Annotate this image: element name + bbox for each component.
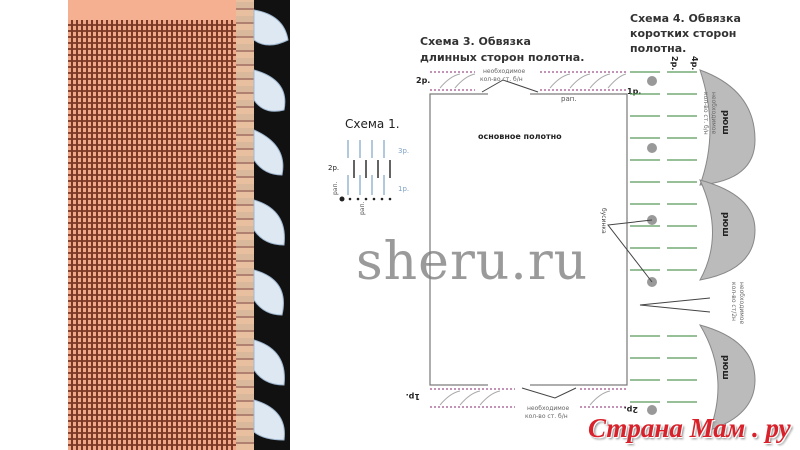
main-fabric-label: основное полотно (478, 132, 562, 141)
ruffle-edge (253, 9, 289, 441)
scheme-3-bottom-row1: 1р. (406, 392, 420, 401)
scheme-4-row2: 2р. (670, 56, 679, 70)
scheme-4-sc-note-2: кол-во ст. б/н (702, 92, 709, 135)
scheme-3-title-2: длинных сторон полотна. (420, 51, 584, 64)
scheme-3-bottom-row2: 2р. (624, 405, 638, 414)
mesh-border (68, 0, 236, 20)
scheme-1-repeat-v: рап. (332, 182, 339, 195)
scheme-4: Схема 4. Обвязка коротких сторон полотна… (600, 12, 756, 431)
scheme-1-row3: 3р. (398, 147, 409, 155)
scheme-4-dc-note-2: кол-во ст/2н (730, 282, 737, 321)
bead-label: бусинка (600, 208, 607, 234)
ruffle-label-2: рюш (720, 212, 730, 237)
scheme-3-bottom-note-1: необходимое (527, 405, 569, 412)
scheme-1: Схема 1. 3р. 2р. 1р. рап. рап. (328, 117, 409, 215)
scheme-1-repeat-h: рап. (359, 202, 366, 215)
scheme-3-note-2: кол-во ст. б/н (480, 76, 523, 83)
scheme-4-title-1: Схема 4. Обвязка (630, 12, 741, 25)
scheme-3: Схема 3. Обвязка длинных сторон полотна.… (406, 35, 642, 420)
scheme-3-bottom-note-2: кол-во ст. б/н (525, 413, 568, 420)
scheme-1-row1: 1р. (398, 185, 409, 193)
ruffle-label-1: рюш (720, 110, 730, 135)
scheme-3-row1: 1р. (627, 87, 641, 96)
beaded-edge (236, 0, 254, 450)
filet-mesh (68, 0, 236, 450)
ruffle-label-3: рюш (720, 355, 730, 380)
scheme-3-title-1: Схема 3. Обвязка (420, 35, 531, 48)
scheme-4-title-3: полотна. (630, 42, 686, 55)
brand-logo: Страна Мам . ру (588, 413, 791, 443)
scheme-4-row4: 4р. (690, 56, 699, 70)
watermark: sheru.ru (356, 232, 589, 292)
scheme-4-dc-note-1: необходимое (738, 282, 745, 324)
scheme-1-title: Схема 1. (345, 117, 400, 131)
scheme-3-row2: 2р. (416, 76, 430, 85)
scheme-3-repeat: рап. (561, 95, 577, 103)
scheme-4-sc-note-1: необходимое (710, 92, 717, 134)
crochet-photo (68, 0, 290, 450)
scheme-3-note-1: необходимое (483, 68, 525, 75)
scheme-4-title-2: коротких сторон (630, 27, 736, 40)
scheme-1-row2: 2р. (328, 164, 339, 172)
